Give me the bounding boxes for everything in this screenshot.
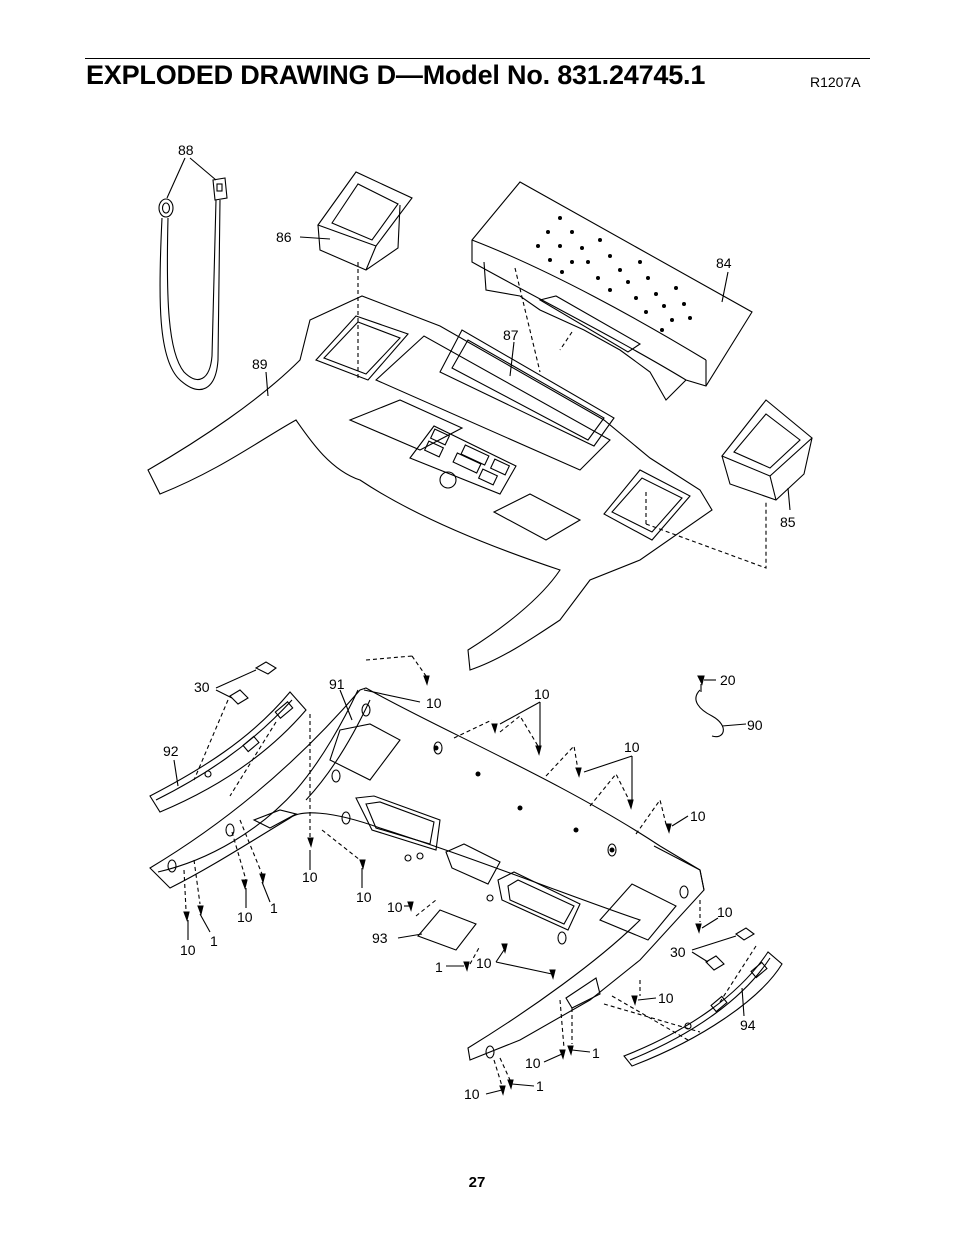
- page-title: EXPLODED DRAWING D—Model No. 831.24745.1: [86, 60, 706, 90]
- label-10-i: 10: [180, 942, 196, 958]
- part-85-cup-holder: [721, 399, 813, 511]
- label-1-d: 1: [592, 1045, 600, 1061]
- label-10-k: 10: [476, 955, 492, 971]
- label-10-a: 10: [426, 695, 442, 711]
- label-1-a: 1: [270, 900, 278, 916]
- label-84: 84: [716, 255, 732, 271]
- header-rule: [85, 58, 870, 59]
- page-number: 27: [468, 1174, 486, 1191]
- label-1-c: 1: [435, 959, 443, 975]
- part-94-right-rail: [623, 951, 783, 1067]
- label-1-b: 1: [210, 933, 218, 949]
- label-1-e: 1: [536, 1078, 544, 1094]
- label-10-g: 10: [237, 909, 253, 925]
- part-87-display-window: [439, 329, 615, 447]
- part-90-wire: [695, 689, 747, 738]
- part-84-console-cover: [471, 181, 753, 401]
- label-10-n: 10: [464, 1086, 480, 1102]
- label-92: 92: [163, 743, 179, 759]
- label-87: 87: [503, 327, 519, 343]
- label-89: 89: [252, 356, 268, 372]
- part-labels: 88 86 84 87 89 85 30 91 10 10 20 90 92 1…: [163, 142, 796, 1102]
- drawing-code: R1207A: [810, 74, 861, 90]
- label-10-m: 10: [525, 1055, 541, 1071]
- label-20: 20: [720, 672, 736, 688]
- part-89-console-frame: [147, 295, 713, 671]
- assembly-guides-upper: [357, 262, 767, 569]
- leader-lines: [187, 701, 719, 1095]
- label-10-b: 10: [534, 686, 550, 702]
- part-86-cup-holder: [299, 171, 413, 271]
- label-10-h: 10: [387, 899, 403, 915]
- part-30-clips: [215, 661, 755, 971]
- label-10-e: 10: [302, 869, 318, 885]
- label-90: 90: [747, 717, 763, 733]
- part-20-screw: [697, 675, 716, 692]
- label-91: 91: [329, 676, 345, 692]
- label-10-d: 10: [690, 808, 706, 824]
- label-86: 86: [276, 229, 292, 245]
- part-91-console-base: [149, 687, 705, 1061]
- label-93: 93: [372, 930, 388, 946]
- label-10-l: 10: [658, 990, 674, 1006]
- label-88: 88: [178, 142, 194, 158]
- label-94: 94: [740, 1017, 756, 1033]
- assembly-guides-lower: [183, 655, 757, 1087]
- part-88-key-clip: [158, 157, 228, 391]
- part-93-cover-plate: [397, 909, 477, 951]
- label-10-f: 10: [356, 889, 372, 905]
- label-30-right: 30: [670, 944, 686, 960]
- label-10-j: 10: [717, 904, 733, 920]
- label-85: 85: [780, 514, 796, 530]
- label-10-c: 10: [624, 739, 640, 755]
- label-30-left: 30: [194, 679, 210, 695]
